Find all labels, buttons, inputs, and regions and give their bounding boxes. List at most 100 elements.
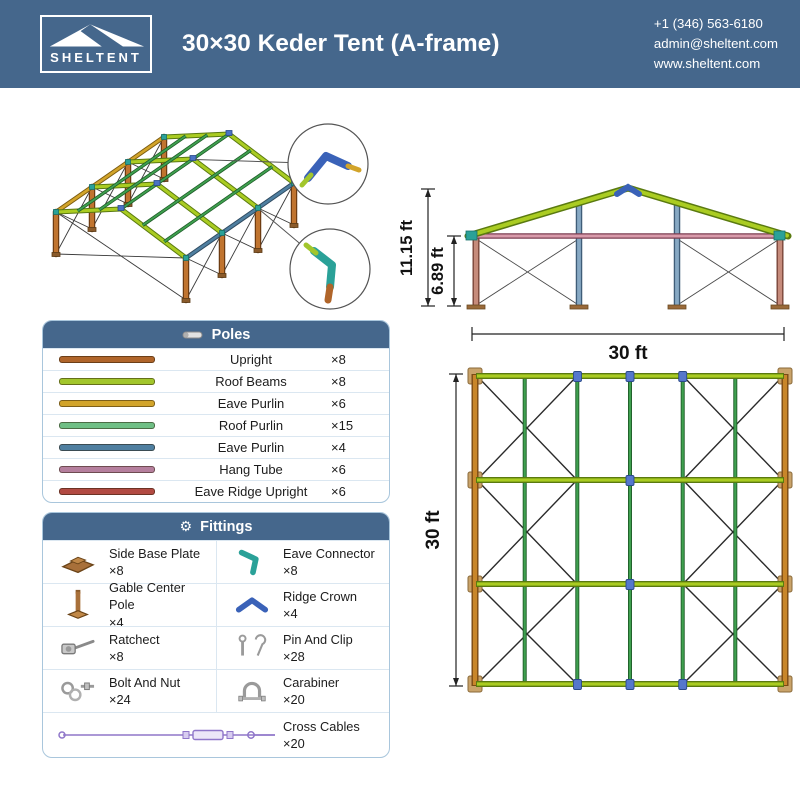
pole-name: Eave Purlin	[217, 440, 285, 455]
plan-eave-beams	[471, 374, 789, 686]
sheltent-logo: SHELTENT	[40, 15, 152, 73]
fittings-table-header: ⚙ Fittings	[43, 513, 389, 540]
fitting-qty: ×8	[283, 563, 298, 578]
ratchet-icon	[55, 631, 101, 665]
dim-arrow	[425, 189, 431, 197]
pin-and-clip-icon	[229, 631, 275, 665]
pole-color-bar	[59, 466, 155, 473]
pole-qty: ×15	[331, 418, 354, 433]
fitting-cell: Eave Connector ×8	[216, 540, 389, 583]
ridge-height-label: 11.15 ft	[398, 220, 416, 276]
pole-color-bar	[59, 378, 155, 385]
fitting-name: Ridge Crown	[283, 588, 357, 604]
cross-cable-icon	[55, 722, 283, 748]
header-bar: SHELTENT 30×30 Keder Tent (A-frame) +1 (…	[0, 0, 800, 88]
plan-depth-dimension	[449, 373, 463, 687]
fitting-qty: ×28	[283, 649, 305, 664]
dim-arrow	[451, 298, 457, 306]
ridge-crown-icon	[229, 588, 275, 622]
poles-title: Poles	[211, 326, 251, 343]
poles-table-header: Poles	[43, 321, 389, 348]
fitting-cell: Side Base Plate ×8	[43, 540, 216, 583]
pole-name: Upright	[230, 352, 272, 367]
contact-email: admin@sheltent.com	[653, 36, 778, 52]
gable-center-pole-icon	[55, 588, 101, 622]
pole-color-bar	[59, 356, 155, 363]
fitting-cell: Pin And Clip ×28	[216, 626, 389, 669]
table-row: Eave Ridge Upright ×6	[43, 480, 389, 502]
plan-depth-label: 30 ft	[423, 510, 444, 550]
iso-cross-cables	[55, 136, 295, 301]
fitting-qty: ×20	[283, 692, 305, 707]
cross-cables-row: Cross Cables ×20	[43, 712, 389, 757]
isometric-frame-view	[26, 104, 392, 320]
pole-qty: ×8	[331, 374, 346, 389]
elev-corner-posts	[472, 234, 784, 306]
fitting-cell: Carabiner ×20	[216, 669, 389, 712]
pole-color-bar	[59, 444, 155, 451]
ridge-crown-callout	[194, 123, 369, 205]
pole-icon	[182, 329, 204, 341]
contact-block: +1 (346) 563-6180 admin@sheltent.com www…	[654, 14, 778, 73]
fitting-cell: Ridge Crown ×4	[216, 583, 389, 626]
elev-cross-cables	[477, 239, 779, 305]
table-row: Eave Purlin ×6	[43, 392, 389, 414]
bolt-and-nut-icon	[55, 674, 101, 708]
pole-name: Eave Purlin	[217, 396, 285, 411]
fittings-table: ⚙ Fittings Side Base Plate ×8	[42, 512, 390, 758]
fittings-title: Fittings	[200, 518, 253, 535]
fitting-qty: ×24	[109, 692, 131, 707]
contact-website: www.sheltent.com	[653, 55, 761, 71]
fitting-cell: Gable Center Pole ×4	[43, 580, 216, 630]
fitting-name: Side Base Plate	[109, 545, 201, 561]
iso-roof-beams	[53, 131, 297, 261]
pole-color-bar	[59, 422, 155, 429]
table-row: Roof Purlin ×15	[43, 414, 389, 436]
iso-eave-purlins	[54, 135, 296, 260]
fitting-name: Carabiner	[283, 674, 340, 690]
fitting-name: Gable Center Pole	[109, 580, 186, 613]
page-title: 30×30 Keder Tent (A-frame)	[182, 30, 500, 57]
iso-roof-purlins	[76, 132, 274, 243]
pole-color-bar	[59, 488, 155, 495]
table-row: Hang Tube ×6	[43, 458, 389, 480]
fitting-cell: Bolt And Nut ×24	[43, 669, 216, 712]
fitting-name: Ratchect	[109, 631, 160, 647]
logo-tent-icon	[49, 24, 145, 47]
iso-ridge-crowns	[117, 130, 233, 211]
elevation-width-label: 30 ft	[608, 343, 648, 364]
elev-eave-connectors	[465, 230, 786, 241]
fitting-name: Eave Connector	[283, 545, 375, 561]
pole-name: Hang Tube	[219, 462, 283, 477]
pole-qty: ×8	[331, 352, 346, 367]
plan-view: 30 ft	[420, 360, 800, 698]
plan-roof-purlins	[522, 376, 738, 684]
fitting-name: Pin And Clip	[283, 631, 353, 647]
dim-arrow	[453, 678, 459, 686]
front-elevation-view: 11.15 ft 6.89 ft 30 ft	[398, 158, 800, 370]
elev-gable-center-poles	[575, 204, 681, 306]
dim-arrow	[425, 298, 431, 306]
pole-color-bar	[59, 400, 155, 407]
gear-icon: ⚙	[179, 518, 193, 535]
pole-name: Roof Beams	[215, 374, 287, 389]
fitting-qty: ×4	[109, 614, 124, 630]
table-row: Roof Beams ×8	[43, 370, 389, 392]
fitting-name: Bolt And Nut	[109, 674, 181, 690]
plan-connector-clips	[573, 371, 688, 690]
eave-connector-callout	[259, 209, 371, 310]
logo-text: SHELTENT	[50, 50, 142, 65]
poles-table: Poles Upright ×8 Roof Beams ×8 Eave Purl…	[42, 320, 390, 503]
side-base-plate-icon	[55, 545, 101, 579]
pole-qty: ×4	[331, 440, 346, 455]
eave-connector-icon	[229, 545, 275, 579]
fitting-cell: Ratchect ×8	[43, 626, 216, 669]
pole-qty: ×6	[331, 396, 346, 411]
fitting-name: Cross Cables	[283, 718, 360, 734]
pole-qty: ×6	[331, 462, 346, 477]
fitting-qty: ×4	[283, 606, 298, 621]
elev-roof-beams	[464, 184, 792, 240]
carabiner-icon	[229, 674, 275, 708]
dim-arrow	[451, 236, 457, 244]
